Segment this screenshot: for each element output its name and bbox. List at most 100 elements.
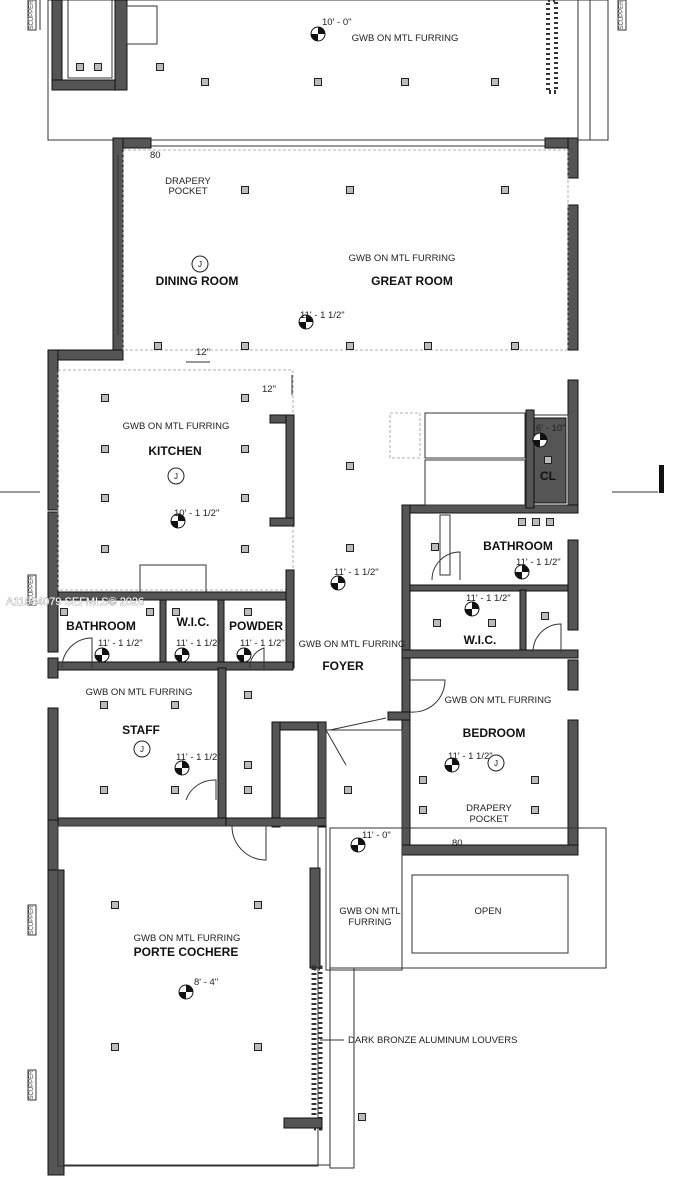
door-swings — [61, 551, 562, 861]
height-marker-bath-left — [94, 647, 110, 663]
height-marker-kitchen — [170, 513, 186, 529]
ceiling-light — [101, 394, 109, 402]
ceiling-light — [424, 342, 432, 350]
mls-watermark: A11934079 SEFMLS© 2026 — [6, 596, 144, 608]
ceiling-light — [154, 342, 162, 350]
ceiling-light — [76, 63, 84, 71]
note-gwb-bedroom: GWB ON MTL FURRING — [445, 695, 552, 706]
note-gwb-porte: GWB ON MTL FURRING — [134, 933, 241, 944]
note-drapery-2a: DRAPERY — [466, 803, 512, 814]
ceiling-light — [254, 1043, 262, 1051]
ceiling-light — [101, 445, 109, 453]
room-dining-room: DINING ROOM — [156, 274, 239, 288]
ceiling-light — [346, 186, 354, 194]
note-gwb-staff: GWB ON MTL FURRING — [86, 687, 193, 698]
ceiling-light — [501, 186, 509, 194]
ceiling-notes: GWB ON MTL FURRING GWB ON MTL FURRING GW… — [86, 33, 552, 1046]
note-gwb-top: GWB ON MTL FURRING — [352, 33, 459, 44]
dim-12-b: 12" — [262, 384, 276, 395]
height-top: 10' - 0" — [322, 17, 351, 28]
height-staff: 11' - 1 1/2" — [176, 752, 221, 763]
ceiling-light — [201, 78, 209, 86]
junction-label: J — [198, 260, 202, 269]
junction-box-bedroom — [487, 754, 505, 772]
ceiling-lights — [60, 63, 554, 1121]
note-gwb-foyer: GWB ON MTL FURRING — [299, 639, 406, 650]
height-bath-left: 11' - 1 1/2" — [98, 638, 143, 649]
ceiling-light — [241, 445, 249, 453]
ceiling-light — [172, 608, 180, 616]
ceiling-light — [488, 619, 496, 627]
dim-80-a: 80 — [150, 150, 161, 161]
height-marker-wic-right — [464, 601, 480, 617]
ceiling-light — [171, 701, 179, 709]
room-open: OPEN — [475, 906, 502, 917]
ceiling-light — [314, 78, 322, 86]
room-great-room: GREAT ROOM — [371, 274, 453, 288]
note-drapery-1a: DRAPERY — [165, 176, 211, 187]
height-cl: 6' - 10" — [536, 423, 565, 434]
room-foyer: FOYER — [322, 659, 364, 673]
note-gwb-great: GWB ON MTL FURRING — [349, 253, 456, 264]
ceiling-light — [60, 608, 68, 616]
ceiling-light — [244, 691, 252, 699]
ceiling-light — [244, 608, 252, 616]
height-marker-bath-right — [514, 564, 530, 580]
ceiling-light — [244, 786, 252, 794]
lower-section — [57, 729, 607, 1169]
section-marks — [0, 465, 664, 493]
ceiling-light — [241, 494, 249, 502]
ceiling-light — [241, 394, 249, 402]
room-bathroom-right: BATHROOM — [483, 539, 553, 553]
height-marker-powder — [236, 647, 252, 663]
ceiling-light — [346, 544, 354, 552]
note-drapery-1b: POCKET — [168, 186, 207, 197]
height-great: 11' - 1 1/2" — [300, 310, 345, 321]
junction-label: J — [494, 759, 498, 768]
scupper-label: SCUPPER — [29, 1070, 35, 1100]
ceiling-light — [156, 63, 164, 71]
ceiling-light — [541, 612, 549, 620]
ceiling-light — [346, 462, 354, 470]
room-powder: POWDER — [229, 619, 283, 633]
ceiling-light — [419, 776, 427, 784]
height-marker-top — [310, 26, 326, 42]
ceiling-light — [433, 619, 441, 627]
height-kitchen: 10' - 1 1/2" — [174, 508, 219, 519]
ceiling-light — [111, 1043, 119, 1051]
ceiling-light — [100, 786, 108, 794]
room-kitchen: KITCHEN — [148, 444, 201, 458]
ceiling-light — [532, 518, 540, 526]
ceiling-light — [491, 78, 499, 86]
note-louvers: DARK BRONZE ALUMINUM LOUVERS — [348, 1035, 517, 1046]
height-porte: 8' - 4" — [194, 977, 218, 988]
height-bedroom: 11' - 1 1/2" — [448, 751, 493, 762]
ceiling-light — [146, 608, 154, 616]
junction-label: J — [140, 745, 144, 754]
height-marker-great — [298, 314, 314, 330]
interior-walls — [57, 149, 579, 856]
scupper-label: SCUPPER — [619, 0, 625, 30]
height-marker-cl — [532, 432, 548, 448]
ceiling-heights: 10' - 0" 11' - 1 1/2" 6' - 10" 10' - 1 1… — [98, 17, 565, 988]
ceiling-light — [344, 786, 352, 794]
note-drapery-2b: POCKET — [469, 814, 508, 825]
height-marker-foyer — [330, 575, 346, 591]
scupper-label: SCUPPER — [29, 905, 35, 935]
ceiling-light — [431, 543, 439, 551]
room-wic-right: W.I.C. — [464, 633, 497, 647]
note-gwb-kitchen: GWB ON MTL FURRING — [123, 421, 230, 432]
height-powder: 11' - 1 1/2" — [240, 638, 285, 649]
junction-label: J — [174, 472, 178, 481]
height-wic-left: 11' - 1 1/2" — [176, 638, 221, 649]
ceiling-light — [531, 806, 539, 814]
ceiling-light — [531, 776, 539, 784]
junction-box-dining — [191, 255, 209, 273]
ceiling-light — [94, 63, 102, 71]
note-gwb-court-2: FURRING — [348, 917, 391, 928]
scupper-label: SCUPPER — [29, 575, 35, 605]
height-marker-bedroom — [444, 757, 460, 773]
ceiling-light — [511, 342, 519, 350]
ceiling-light — [346, 342, 354, 350]
